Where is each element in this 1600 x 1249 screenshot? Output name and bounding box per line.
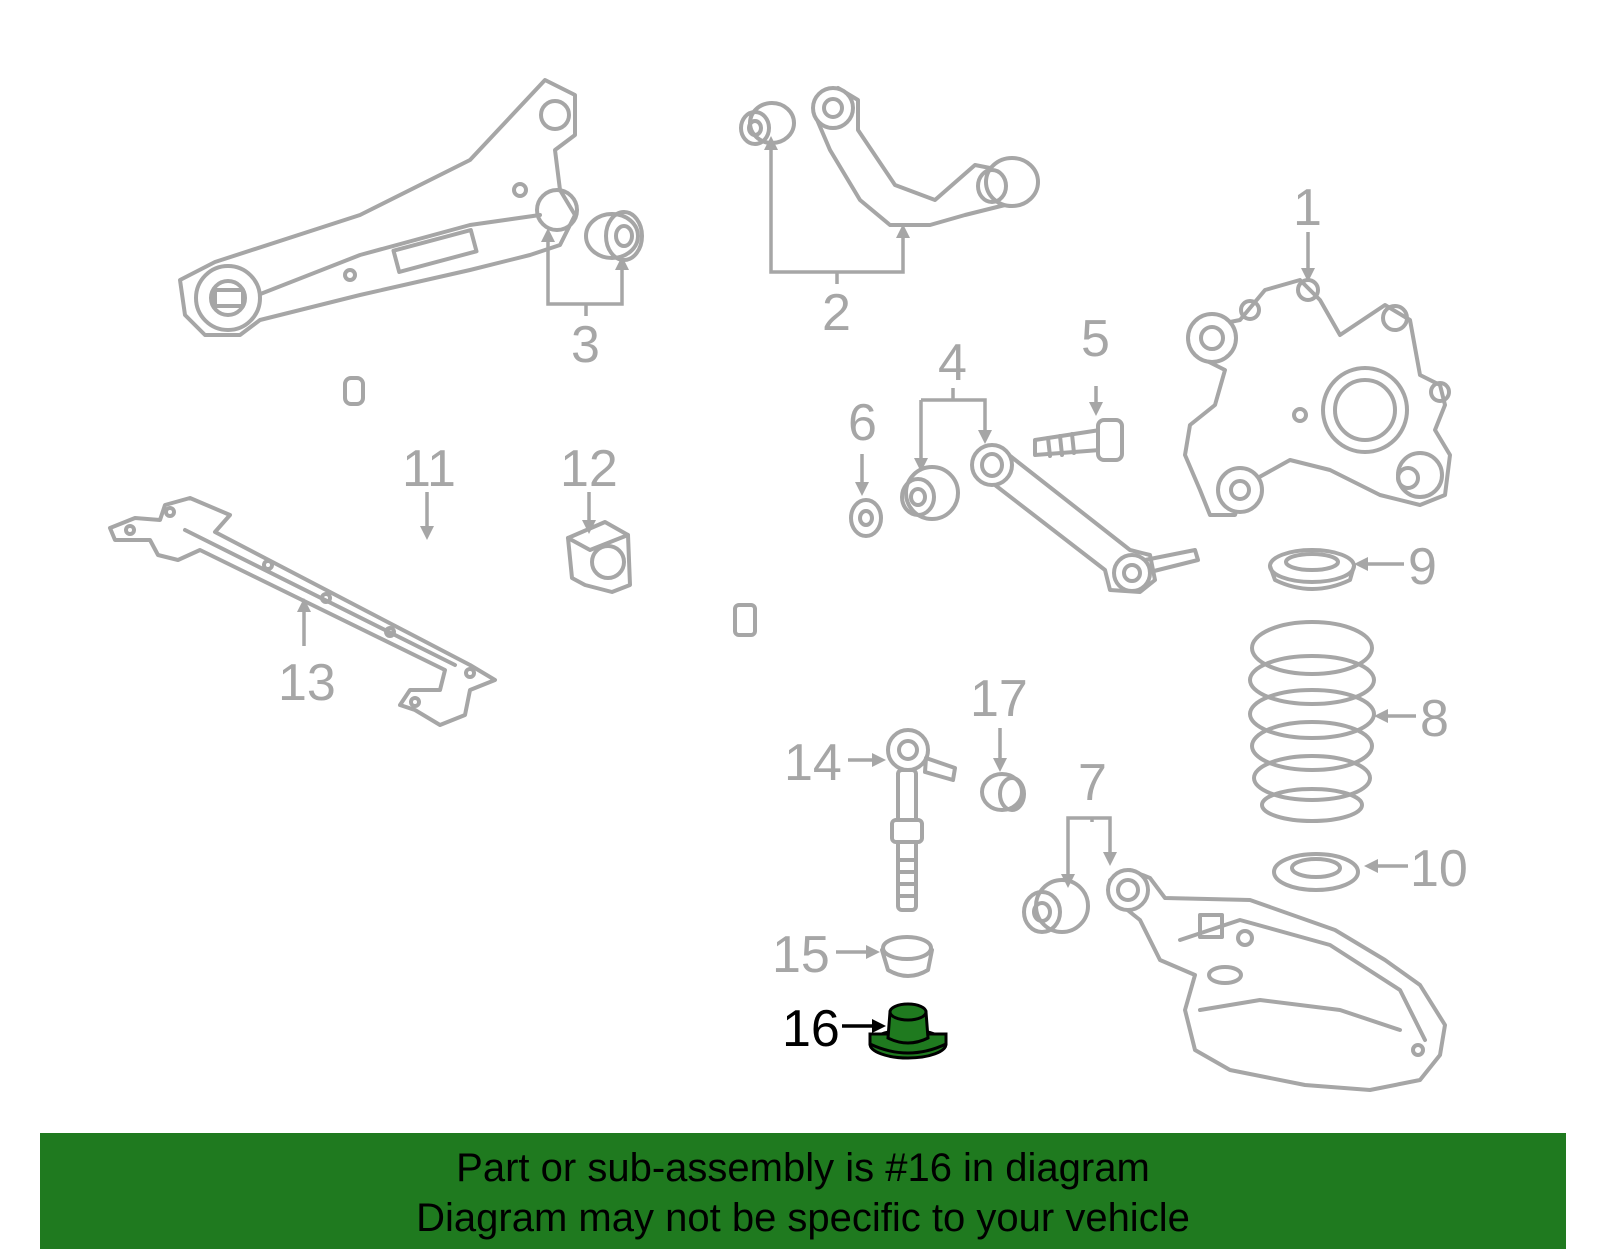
part-3-bushing[interactable] — [584, 210, 644, 262]
part-12-bracket[interactable] — [566, 520, 632, 594]
callout-10: 10 — [1410, 840, 1468, 898]
part-11-stabilizer-bar[interactable] — [237, 369, 757, 685]
callout-8: 8 — [1420, 690, 1449, 748]
part-8-coil-spring[interactable] — [1248, 620, 1376, 823]
callout-5: 5 — [1081, 310, 1110, 368]
part-7-bushing[interactable] — [1022, 878, 1090, 934]
part-7-lower-arm[interactable] — [1106, 868, 1447, 1092]
banner-line-part: Part or sub-assembly is #16 in diagram — [456, 1146, 1150, 1190]
part-4-bushing[interactable] — [900, 465, 960, 521]
callout-1: 1 — [1293, 179, 1322, 237]
part-15-bushing[interactable] — [880, 935, 934, 978]
callout-17: 17 — [970, 670, 1028, 728]
part-13-crossmember[interactable] — [108, 496, 497, 727]
part-2-bushing[interactable] — [739, 101, 796, 146]
banner-line-disclaimer: Diagram may not be specific to your vehi… — [416, 1196, 1190, 1240]
callout-14: 14 — [784, 734, 842, 792]
callout-15: 15 — [772, 926, 830, 984]
callout-leaders — [297, 136, 1416, 1033]
callout-4: 4 — [938, 334, 967, 392]
part-1-knuckle[interactable] — [1183, 278, 1452, 517]
callout-2: 2 — [822, 284, 851, 342]
callout-labels: 1 2 3 4 5 6 7 8 9 10 11 12 13 14 15 16 1… — [278, 179, 1468, 1058]
callout-13: 13 — [278, 654, 336, 712]
callout-7: 7 — [1078, 754, 1107, 812]
callout-12: 12 — [560, 440, 618, 498]
callout-11: 11 — [402, 440, 456, 498]
part-2-upper-arm[interactable] — [811, 86, 1040, 227]
part-10-spring-seat[interactable] — [1272, 852, 1360, 892]
part-17-bushing[interactable] — [980, 772, 1026, 812]
part-5-bolt[interactable] — [1033, 418, 1124, 462]
part-6-washer[interactable] — [849, 498, 883, 538]
callout-9: 9 — [1408, 538, 1437, 596]
part-16-bushing-highlighted[interactable] — [868, 1002, 948, 1060]
info-banner: Part or sub-assembly is #16 in diagram D… — [40, 1133, 1566, 1249]
part-14-stabilizer-link[interactable] — [886, 728, 957, 912]
callout-6: 6 — [848, 394, 877, 452]
part-4-lateral-link[interactable] — [970, 443, 1200, 594]
callout-3: 3 — [571, 316, 600, 374]
part-9-spring-seat[interactable] — [1268, 548, 1356, 591]
callout-16: 16 — [782, 1000, 840, 1058]
part-3-trailing-arm[interactable] — [178, 78, 579, 337]
